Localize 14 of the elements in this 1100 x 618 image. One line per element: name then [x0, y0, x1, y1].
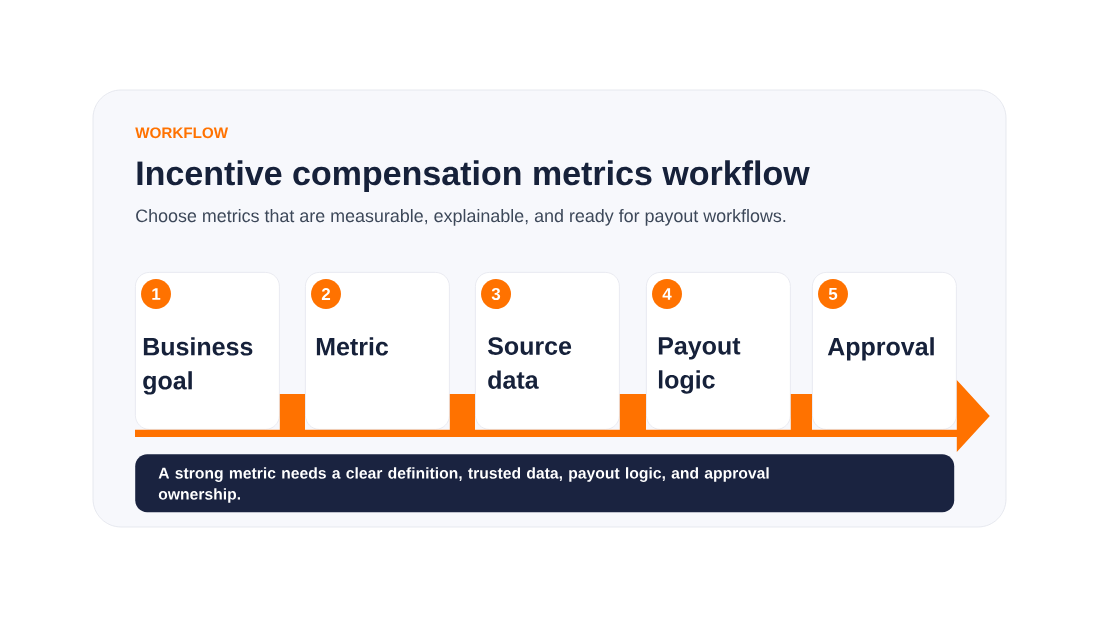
title: Incentive compensation metrics workflow [137, 160, 810, 193]
note-bar: A strong metric needs a clear definition, trusted data, payout logic, and approval ownership. [135, 454, 955, 513]
number-badge: 2 [311, 279, 341, 309]
connector-bar [305, 394, 475, 437]
connector-bar [475, 394, 646, 437]
connector-bar [135, 394, 305, 437]
arrow [812, 380, 990, 452]
connector-bar [646, 394, 812, 437]
number-badge: 1 [141, 279, 171, 309]
subtitle: Choose metrics that are measurable, explainable, and ready for payout workflows. [136, 209, 786, 226]
section-label: WORKFLOW [135, 127, 229, 139]
number-badge: 5 [818, 279, 848, 309]
number-badge: 3 [481, 279, 511, 309]
number-badge: 4 [652, 279, 682, 309]
